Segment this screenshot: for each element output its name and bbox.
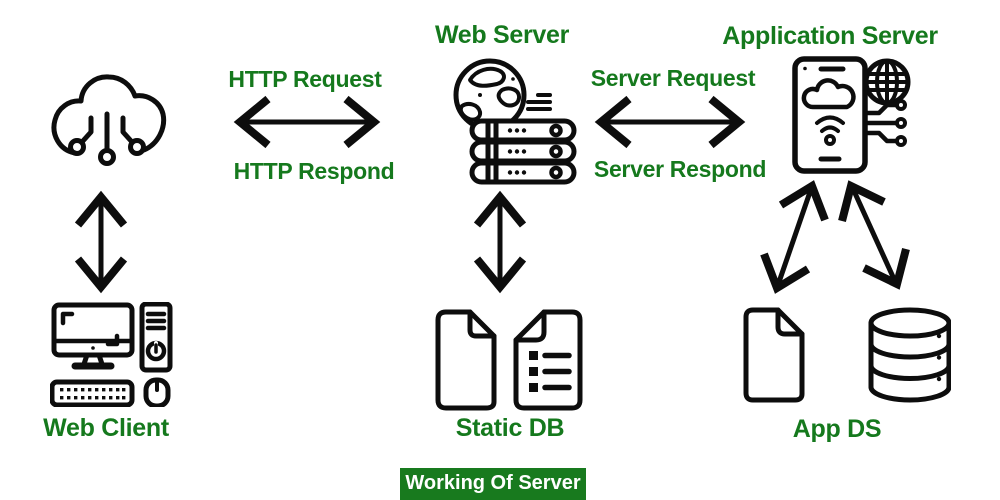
app-ds-label: App DS	[792, 415, 882, 443]
http-request-label: HTTP Request	[228, 66, 382, 92]
application-server-label: Application Server	[722, 22, 938, 50]
arrow-appserver-database	[838, 180, 910, 290]
server-respond-label: Server Respond	[593, 156, 767, 182]
arrow-http-bidirectional	[233, 95, 381, 149]
globe-server-rack-icon	[450, 55, 580, 185]
arrow-appserver-document	[760, 180, 829, 294]
document-and-list-document-icon	[430, 306, 585, 414]
arrow-client-cloud	[74, 190, 128, 294]
arrow-server-bidirectional	[594, 95, 746, 149]
arrow-webserver-staticdb	[473, 190, 527, 294]
server-request-label: Server Request	[590, 65, 756, 91]
web-client-label: Web Client	[43, 414, 169, 442]
static-db-label: Static DB	[455, 414, 565, 442]
desktop-computer-icon	[50, 302, 180, 407]
http-respond-label: HTTP Respond	[233, 158, 395, 184]
cloud-network-icon	[45, 56, 177, 186]
diagram-title-badge: Working Of Server	[400, 468, 586, 500]
web-server-label: Web Server	[434, 21, 570, 49]
smartphone-cloud-circuit-icon	[791, 55, 913, 177]
document-and-database-icon	[736, 305, 951, 405]
